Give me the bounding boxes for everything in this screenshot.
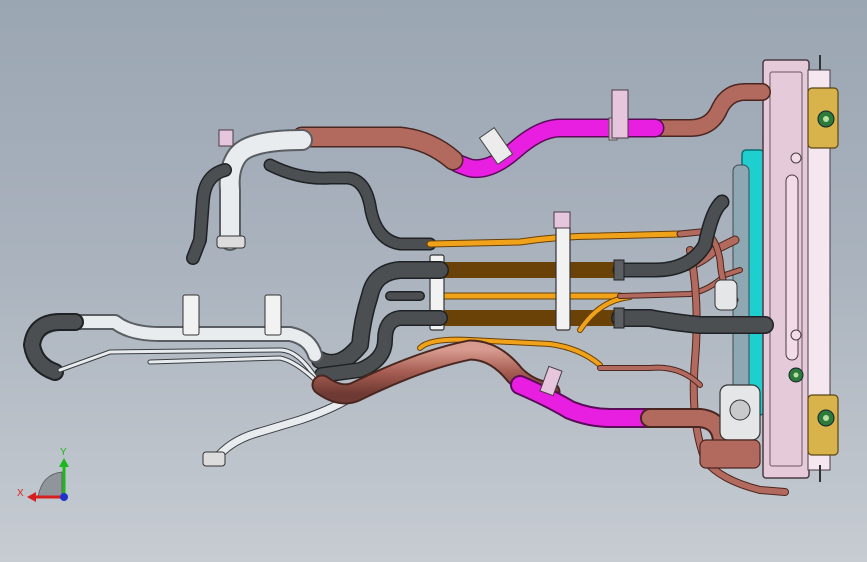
triad-base (37, 471, 63, 498)
triad-z-axis (60, 493, 68, 501)
pipe-bracket (182, 294, 200, 336)
pipe-clip-tab (553, 211, 571, 229)
hose-clamp (613, 307, 625, 329)
triad-y-arrow (59, 458, 69, 467)
axis-triad: Y X (17, 447, 69, 502)
mount-bolt (790, 329, 802, 341)
mount-bolt (823, 116, 829, 122)
triad-x-label: X (17, 488, 24, 499)
radiator-slot (785, 174, 799, 361)
flange-fitting (216, 235, 246, 249)
flange-fitting (202, 451, 226, 467)
radiator-module[interactable] (732, 55, 839, 482)
pipe-clip-right (555, 225, 571, 331)
hose-bracket (611, 89, 629, 139)
triad-y-label: Y (60, 447, 67, 458)
hose-clamp (613, 259, 625, 281)
hose-bracket (218, 129, 234, 147)
triad-x-arrow (27, 492, 36, 502)
radiator-frame-inner (769, 71, 803, 467)
mount-bolt (823, 415, 829, 421)
pipe-bracket (264, 294, 282, 336)
hose-bracket (539, 365, 563, 397)
upper-coolant-line[interactable] (218, 83, 771, 251)
hose-bracket (478, 127, 514, 165)
mount-bolt (793, 372, 799, 378)
dark-hose-left[interactable] (311, 261, 449, 383)
dark-hose-upper-left[interactable] (186, 158, 437, 265)
valve-cluster[interactable] (699, 279, 761, 469)
white-hose-left[interactable] (23, 313, 355, 465)
mount-bolt (790, 152, 802, 164)
dark-hose-radiator[interactable] (611, 194, 774, 334)
